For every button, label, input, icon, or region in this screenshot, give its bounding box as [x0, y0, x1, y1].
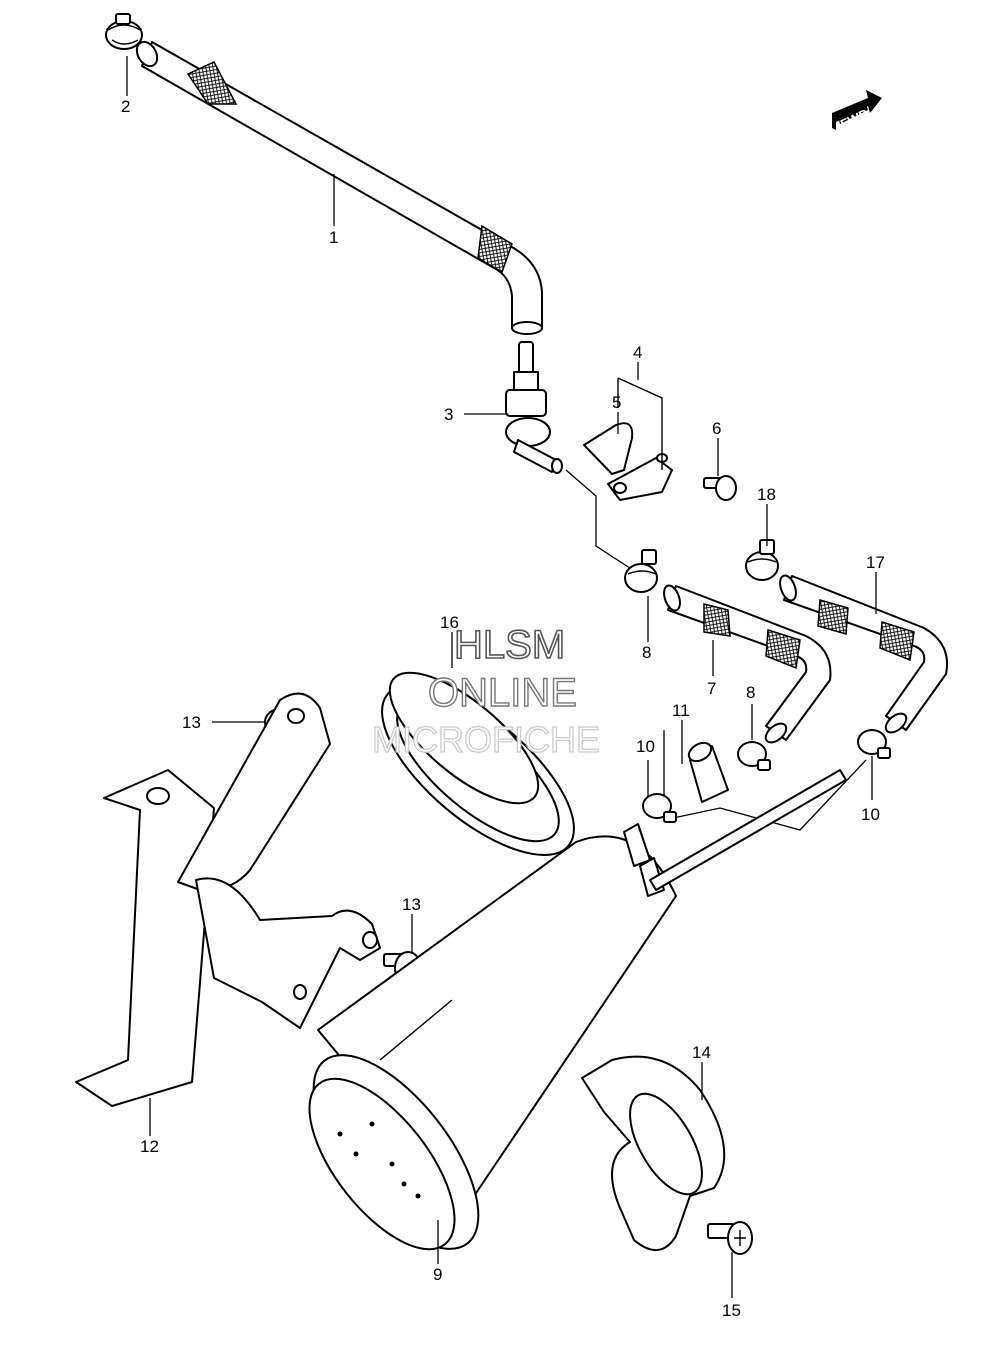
hose-clamp-8a[interactable]	[624, 549, 658, 593]
callout-13b: 13	[402, 895, 421, 914]
callout-labels: 2 1 4 5 3 6 18 17 16 8 7 8 11 13 10 10 1…	[121, 97, 885, 1320]
hose-clamp-2[interactable]	[105, 13, 143, 50]
callout-6: 6	[712, 419, 721, 438]
callout-8b: 8	[746, 683, 755, 702]
callout-18: 18	[757, 485, 776, 504]
leader-lines	[126, 56, 877, 1298]
check-valve-3[interactable]	[505, 341, 563, 474]
watermark: HLSM ONLINE MICROFICHE	[371, 622, 600, 760]
callout-9: 9	[433, 1265, 442, 1284]
callout-15: 15	[722, 1301, 741, 1320]
hose-clamp-8b[interactable]	[737, 741, 771, 771]
callout-2: 2	[121, 97, 130, 116]
callout-3: 3	[444, 405, 453, 424]
vent-hose-17[interactable]	[777, 573, 948, 736]
callout-12: 12	[140, 1137, 159, 1156]
screw-6[interactable]	[703, 475, 737, 501]
screw-15[interactable]	[707, 1221, 753, 1255]
watermark-line-1: HLSM	[454, 623, 565, 667]
watermark-line-2: ONLINE	[428, 671, 577, 715]
vent-hose-7[interactable]	[661, 583, 832, 746]
canister-cushion-14[interactable]	[581, 1055, 726, 1251]
spacer-11[interactable]	[686, 739, 729, 803]
callout-10b: 10	[861, 805, 880, 824]
hose-clamp-10b[interactable]	[857, 729, 891, 759]
hose-clamp-18[interactable]	[745, 539, 779, 581]
vent-hose-1[interactable]	[133, 38, 543, 335]
callout-8a: 8	[642, 643, 651, 662]
callout-16: 16	[440, 613, 459, 632]
callout-17: 17	[866, 553, 885, 572]
callout-1: 1	[329, 228, 338, 247]
watermark-line-3: MICROFICHE	[372, 719, 600, 760]
callout-5: 5	[612, 393, 621, 412]
callout-13a: 13	[182, 713, 201, 732]
callout-7: 7	[707, 679, 716, 698]
canister-cap-16[interactable]	[355, 651, 600, 884]
callout-14: 14	[692, 1043, 711, 1062]
hose-holder-4[interactable]	[583, 377, 673, 501]
callout-4: 4	[633, 343, 642, 362]
evap-canister-9[interactable]	[283, 769, 847, 1275]
hose-clamp-10a[interactable]	[642, 793, 677, 823]
callout-11: 11	[672, 701, 690, 720]
callout-10a: 10	[636, 737, 655, 756]
canister-bracket-12[interactable]	[75, 692, 381, 1107]
forward-arrow-icon: FWD	[832, 90, 882, 132]
